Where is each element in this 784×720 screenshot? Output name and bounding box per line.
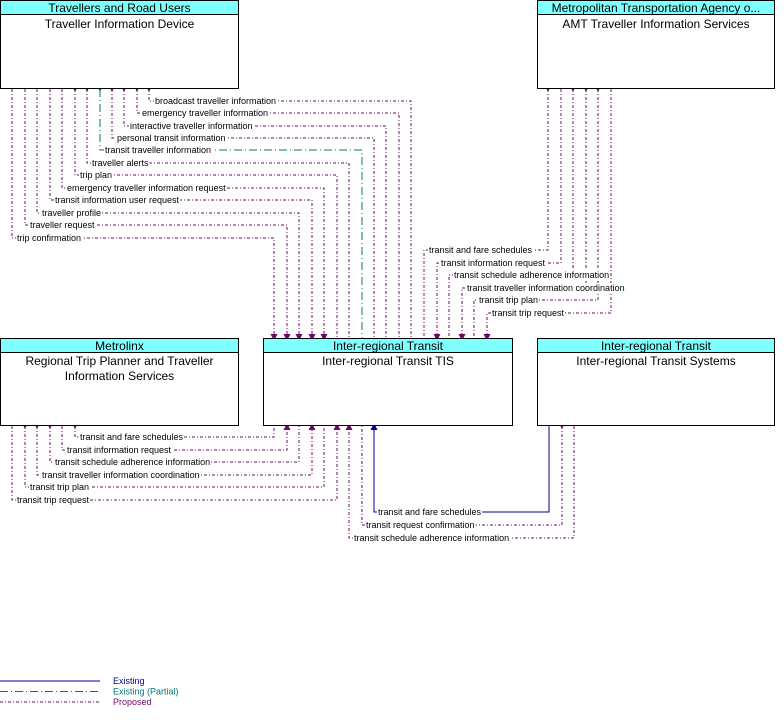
flow-metrolinx-tis-0-label: transit and fare schedules: [80, 432, 184, 442]
flow-device-tis-2-label: interactive traveller information: [130, 121, 253, 131]
flow-device-tis-7-label: emergency traveller information request: [67, 183, 226, 193]
node-group-label: Metropolitan Transportation Agency o...: [552, 1, 761, 15]
flow-device-tis-11-label: trip confirmation: [17, 233, 81, 243]
flow-metrolinx-tis-1-line[interactable]: [61, 423, 291, 451]
flow-device-tis-5-label: traveller alerts: [92, 158, 149, 168]
node-title: AMT Traveller Information Services: [562, 17, 749, 31]
flow-device-tis-2-line[interactable]: [120, 85, 387, 338]
node-title: Traveller Information Device: [45, 17, 195, 31]
flow-systems-tis-1-label: transit request confirmation: [366, 520, 475, 530]
node-regional-trip-planner[interactable]: Metrolinx Regional Trip Planner and Trav…: [0, 338, 239, 426]
legend-existing-label: Existing: [113, 676, 145, 686]
flow-device-tis-9-label-bg: [41, 208, 103, 218]
flow-systems-tis-2-label: transit schedule adherence information: [354, 533, 509, 543]
flow-amt-tis-1-label-bg: [440, 258, 547, 268]
flow-device-tis-4-line[interactable]: [96, 85, 363, 338]
node-inter-regional-transit-tis[interactable]: Inter-regional Transit Inter-regional Tr…: [263, 338, 513, 426]
flow-device-tis-4-label: transit traveller information: [105, 145, 211, 155]
flow-amt-tis-0-label: transit and fare schedules: [429, 245, 533, 255]
flow-amt-tis-2-label: transit schedule adherence information: [454, 270, 609, 280]
flow-device-tis-8-line[interactable]: [49, 89, 316, 341]
flow-metrolinx-tis-0-label-bg: [79, 432, 185, 442]
flow-amt-tis-0-label-bg: [428, 245, 534, 255]
flow-device-tis-3-line[interactable]: [108, 85, 375, 338]
flow-device-tis-10-label-bg: [29, 220, 96, 230]
flow-device-tis-10-line[interactable]: [24, 89, 291, 341]
node-group-label: Inter-regional Transit: [601, 339, 712, 353]
flow-amt-tis-3-label: transit traveller information coordinati…: [467, 283, 625, 293]
flow-metrolinx-tis-3-label: transit traveller information coordinati…: [42, 470, 200, 480]
flow-device-tis-8-label-bg: [54, 195, 181, 205]
flow-device-tis-11-label-bg: [16, 233, 83, 243]
flow-systems-tis-1-line[interactable]: [361, 422, 566, 526]
flow-device-tis-7-label-bg: [66, 183, 227, 193]
flow-device-tis-0-line[interactable]: [145, 85, 412, 338]
flow-metrolinx-tis-5-label: transit trip request: [17, 495, 90, 505]
flow-device-tis-0-label: broadcast traveller information: [155, 96, 276, 106]
flow-device-tis-11-line[interactable]: [11, 89, 278, 341]
flow-amt-tis-5-label-bg: [491, 308, 566, 318]
flow-device-tis-1-label: emergency traveller information: [142, 108, 268, 118]
flow-metrolinx-tis-3-label-bg: [41, 470, 201, 480]
flow-device-tis-2-label-bg: [129, 121, 254, 131]
flow-systems-tis-0-label: transit and fare schedules: [378, 507, 482, 517]
node-title: Inter-regional Transit Systems: [576, 354, 735, 368]
node-title-line2: Information Services: [65, 369, 174, 383]
node-group-label: Inter-regional Transit: [333, 339, 444, 353]
node-group-label: Metrolinx: [95, 339, 144, 353]
flow-metrolinx-tis-1-label-bg: [66, 445, 173, 455]
flow-device-tis-4-label-bg: [104, 145, 213, 155]
flow-device-tis-5-line[interactable]: [83, 85, 350, 338]
legend-partial-label: Existing (Partial): [113, 687, 179, 697]
flow-device-tis-10-label: traveller request: [30, 220, 95, 230]
flow-metrolinx-tis-5-label-bg: [16, 495, 91, 505]
flow-systems-tis-0-line[interactable]: [370, 423, 550, 513]
flow-device-tis-1-label-bg: [141, 108, 270, 118]
flow-systems-tis-1-label-bg: [365, 520, 476, 530]
flow-metrolinx-tis-4-label: transit trip plan: [30, 482, 89, 492]
flow-device-tis-0-label-bg: [154, 96, 278, 106]
flow-amt-tis-5-label: transit trip request: [492, 308, 565, 318]
flow-device-tis-3-label: personal transit information: [117, 133, 226, 143]
flow-amt-tis-2-label-bg: [453, 270, 611, 280]
flow-metrolinx-tis-4-line[interactable]: [21, 422, 325, 488]
flow-device-tis-5-label-bg: [91, 158, 150, 168]
flow-amt-tis-1-label: transit information request: [441, 258, 546, 268]
flow-device-tis-3-label-bg: [116, 133, 227, 143]
flow-systems-tis-0-label-bg: [377, 507, 483, 517]
flow-metrolinx-tis-2-label-bg: [54, 457, 212, 467]
flow-amt-tis-4-label-bg: [478, 295, 540, 305]
node-inter-regional-transit-systems[interactable]: Inter-regional Transit Inter-regional Tr…: [537, 338, 775, 426]
flow-device-tis-8-label: transit information user request: [55, 195, 180, 205]
flow-amt-tis-3-label-bg: [466, 283, 626, 293]
legend-proposed-label: Proposed: [113, 697, 152, 707]
flow-metrolinx-tis-0-line[interactable]: [71, 422, 275, 438]
flow-device-tis-9-line[interactable]: [36, 89, 303, 341]
flow-metrolinx-tis-2-label: transit schedule adherence information: [55, 457, 210, 467]
flow-device-tis-6-label-bg: [79, 170, 114, 180]
flow-device-tis-6-line[interactable]: [71, 85, 338, 338]
node-group-label: Travellers and Road Users: [48, 1, 190, 15]
flow-amt-tis-4-label: transit trip plan: [479, 295, 538, 305]
node-title: Inter-regional Transit TIS: [322, 354, 454, 368]
node-title-line1: Regional Trip Planner and Traveller: [25, 354, 213, 368]
node-traveller-information-device[interactable]: Travellers and Road Users Traveller Info…: [0, 0, 239, 89]
node-amt-traveller-information-services[interactable]: Metropolitan Transportation Agency o... …: [537, 0, 775, 89]
flow-systems-tis-2-label-bg: [353, 533, 511, 543]
flow-device-tis-6-label: trip plan: [80, 170, 112, 180]
flow-device-tis-9-label: traveller profile: [42, 208, 101, 218]
flow-metrolinx-tis-1-label: transit information request: [67, 445, 172, 455]
legend: Existing Existing (Partial) Proposed: [0, 676, 179, 707]
flow-metrolinx-tis-4-label-bg: [29, 482, 91, 492]
flow-metrolinx-tis-5-line[interactable]: [11, 423, 341, 501]
